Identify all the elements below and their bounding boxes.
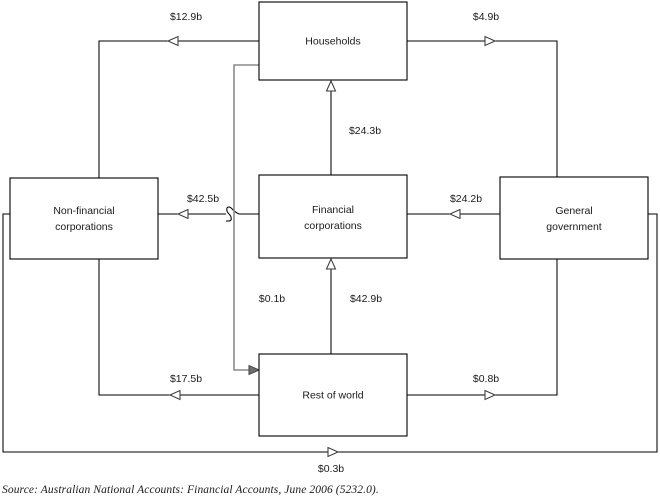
flow-line-4-9	[407, 40, 558, 177]
flow-label-4-9: $4.9b	[473, 11, 499, 23]
flow-label-0-1: $0.1b	[259, 293, 285, 305]
arrow-head-17-5	[168, 389, 181, 401]
flow-label-24-3: $24.3b	[349, 125, 381, 137]
source-note: Source: Australian National Accounts: Fi…	[2, 484, 379, 496]
flow-label-42-5: $42.5b	[187, 193, 219, 205]
node-rest-of-world[interactable]: Rest of world	[258, 353, 408, 437]
node-nonfinancial-corporations[interactable]: Non-financial corporations	[9, 177, 159, 260]
arrow-head-42-5	[176, 208, 189, 220]
node-financial-label-line1: Financial	[312, 204, 354, 216]
node-nonfinancial-label-line2: corporations	[55, 221, 113, 233]
node-government-label-line1: General	[555, 205, 592, 217]
node-financial-corporations[interactable]: Financial corporations	[258, 174, 408, 259]
flow-line-12-9	[98, 40, 259, 178]
flow-line-42-5-jump-mid	[226, 206, 230, 215]
flow-label-0-3: $0.3b	[318, 463, 344, 475]
flow-label-17-5: $17.5b	[170, 373, 202, 385]
arrow-head-0-3	[327, 446, 340, 458]
flow-line-17-5	[98, 259, 259, 396]
arrow-head-42-9	[325, 257, 337, 270]
node-government-box[interactable]	[499, 176, 649, 260]
flow-financial-to-nonfinancial: $42.5b	[158, 193, 259, 222]
arrow-head-0-8	[484, 389, 497, 401]
flow-line-42-5-jump-bot	[228, 213, 232, 222]
flow-households-to-nonfinancial: $12.9b	[98, 11, 259, 178]
node-general-government[interactable]: General government	[499, 176, 649, 260]
flow-line-42-5-jump-top	[228, 206, 240, 215]
flow-households-to-restofworld: $0.1b	[233, 64, 285, 376]
arrow-head-24-2	[448, 208, 461, 220]
flow-label-12-9: $12.9b	[170, 11, 202, 23]
flow-government-to-financial: $24.2b	[407, 193, 500, 220]
node-nonfinancial-box[interactable]	[9, 177, 159, 260]
flow-label-24-2: $24.2b	[450, 193, 482, 205]
node-government-label-line2: government	[546, 221, 602, 233]
flow-restofworld-to-government: $0.8b	[407, 259, 558, 401]
node-households-label: Households	[305, 35, 360, 47]
flow-households-to-government: $4.9b	[407, 11, 558, 177]
flow-line-0-1	[233, 64, 259, 371]
arrow-head-24-3	[325, 79, 337, 92]
flow-restofworld-to-nonfinancial: $17.5b	[98, 259, 259, 401]
node-households-box[interactable]	[258, 1, 408, 81]
flow-label-42-9: $42.9b	[350, 293, 382, 305]
arrow-head-12-9	[166, 35, 179, 47]
node-financial-box[interactable]	[258, 174, 408, 259]
node-restofworld-label: Rest of world	[302, 389, 363, 401]
flow-label-0-8: $0.8b	[473, 373, 499, 385]
node-financial-label-line2: corporations	[304, 220, 362, 232]
node-households[interactable]: Households	[258, 1, 408, 81]
arrow-head-0-1	[248, 364, 261, 376]
flow-financial-to-households: $24.3b	[325, 79, 381, 175]
node-nonfinancial-label-line1: Non-financial	[53, 205, 114, 217]
flow-restofworld-to-financial: $42.9b	[325, 257, 382, 354]
flow-line-0-8	[407, 259, 558, 396]
flow-nonfinancial-to-government: $0.3b	[2, 213, 658, 475]
arrow-head-4-9	[484, 35, 497, 47]
node-restofworld-box[interactable]	[258, 353, 408, 437]
